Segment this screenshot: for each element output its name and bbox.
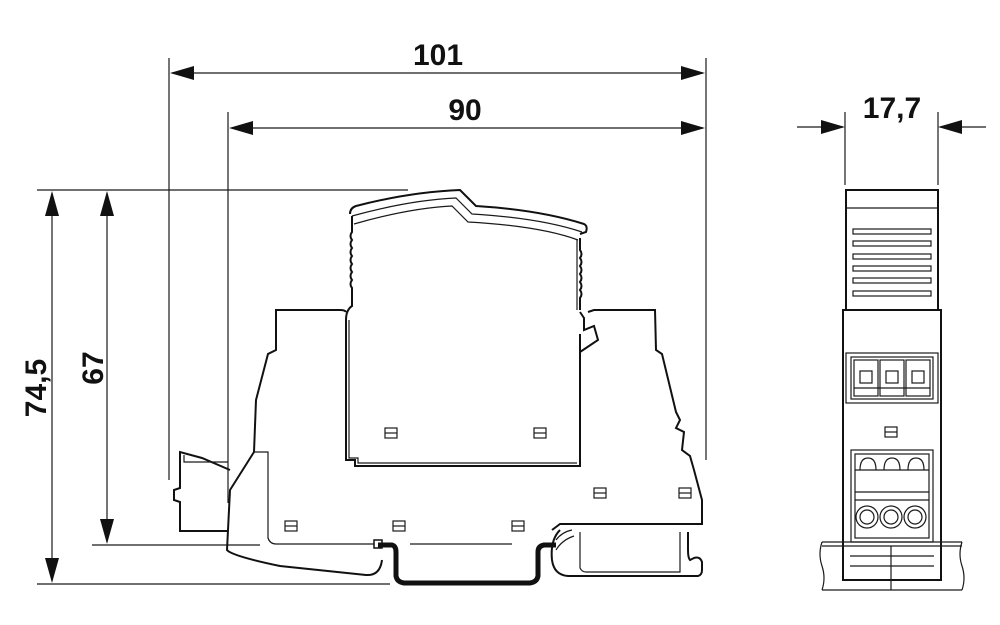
side-view — [173, 188, 703, 586]
dimension-label-90: 90 — [448, 94, 481, 127]
base-housing — [225, 309, 703, 577]
dimension-label-74-5: 74,5 — [20, 359, 53, 417]
front-din-rail — [819, 541, 965, 591]
dimension-101: 101 — [168, 39, 707, 480]
plug-module — [345, 188, 600, 467]
dimension-90: 90 — [227, 94, 705, 503]
vent-slots — [852, 228, 932, 297]
front-view — [819, 189, 965, 591]
upper-terminals — [850, 356, 934, 400]
dimension-67: 67 — [77, 191, 260, 546]
din-latch — [550, 529, 703, 577]
dimension-17-7: 17,7 — [797, 92, 986, 185]
dimension-label-17-7: 17,7 — [863, 92, 921, 125]
lower-terminals — [850, 449, 934, 543]
din-rail — [373, 539, 556, 586]
left-connector — [173, 450, 231, 532]
dimension-label-101: 101 — [413, 39, 463, 72]
dimension-74-5: 74,5 — [20, 189, 408, 585]
front-base — [842, 309, 942, 581]
dimension-label-67: 67 — [77, 351, 110, 384]
